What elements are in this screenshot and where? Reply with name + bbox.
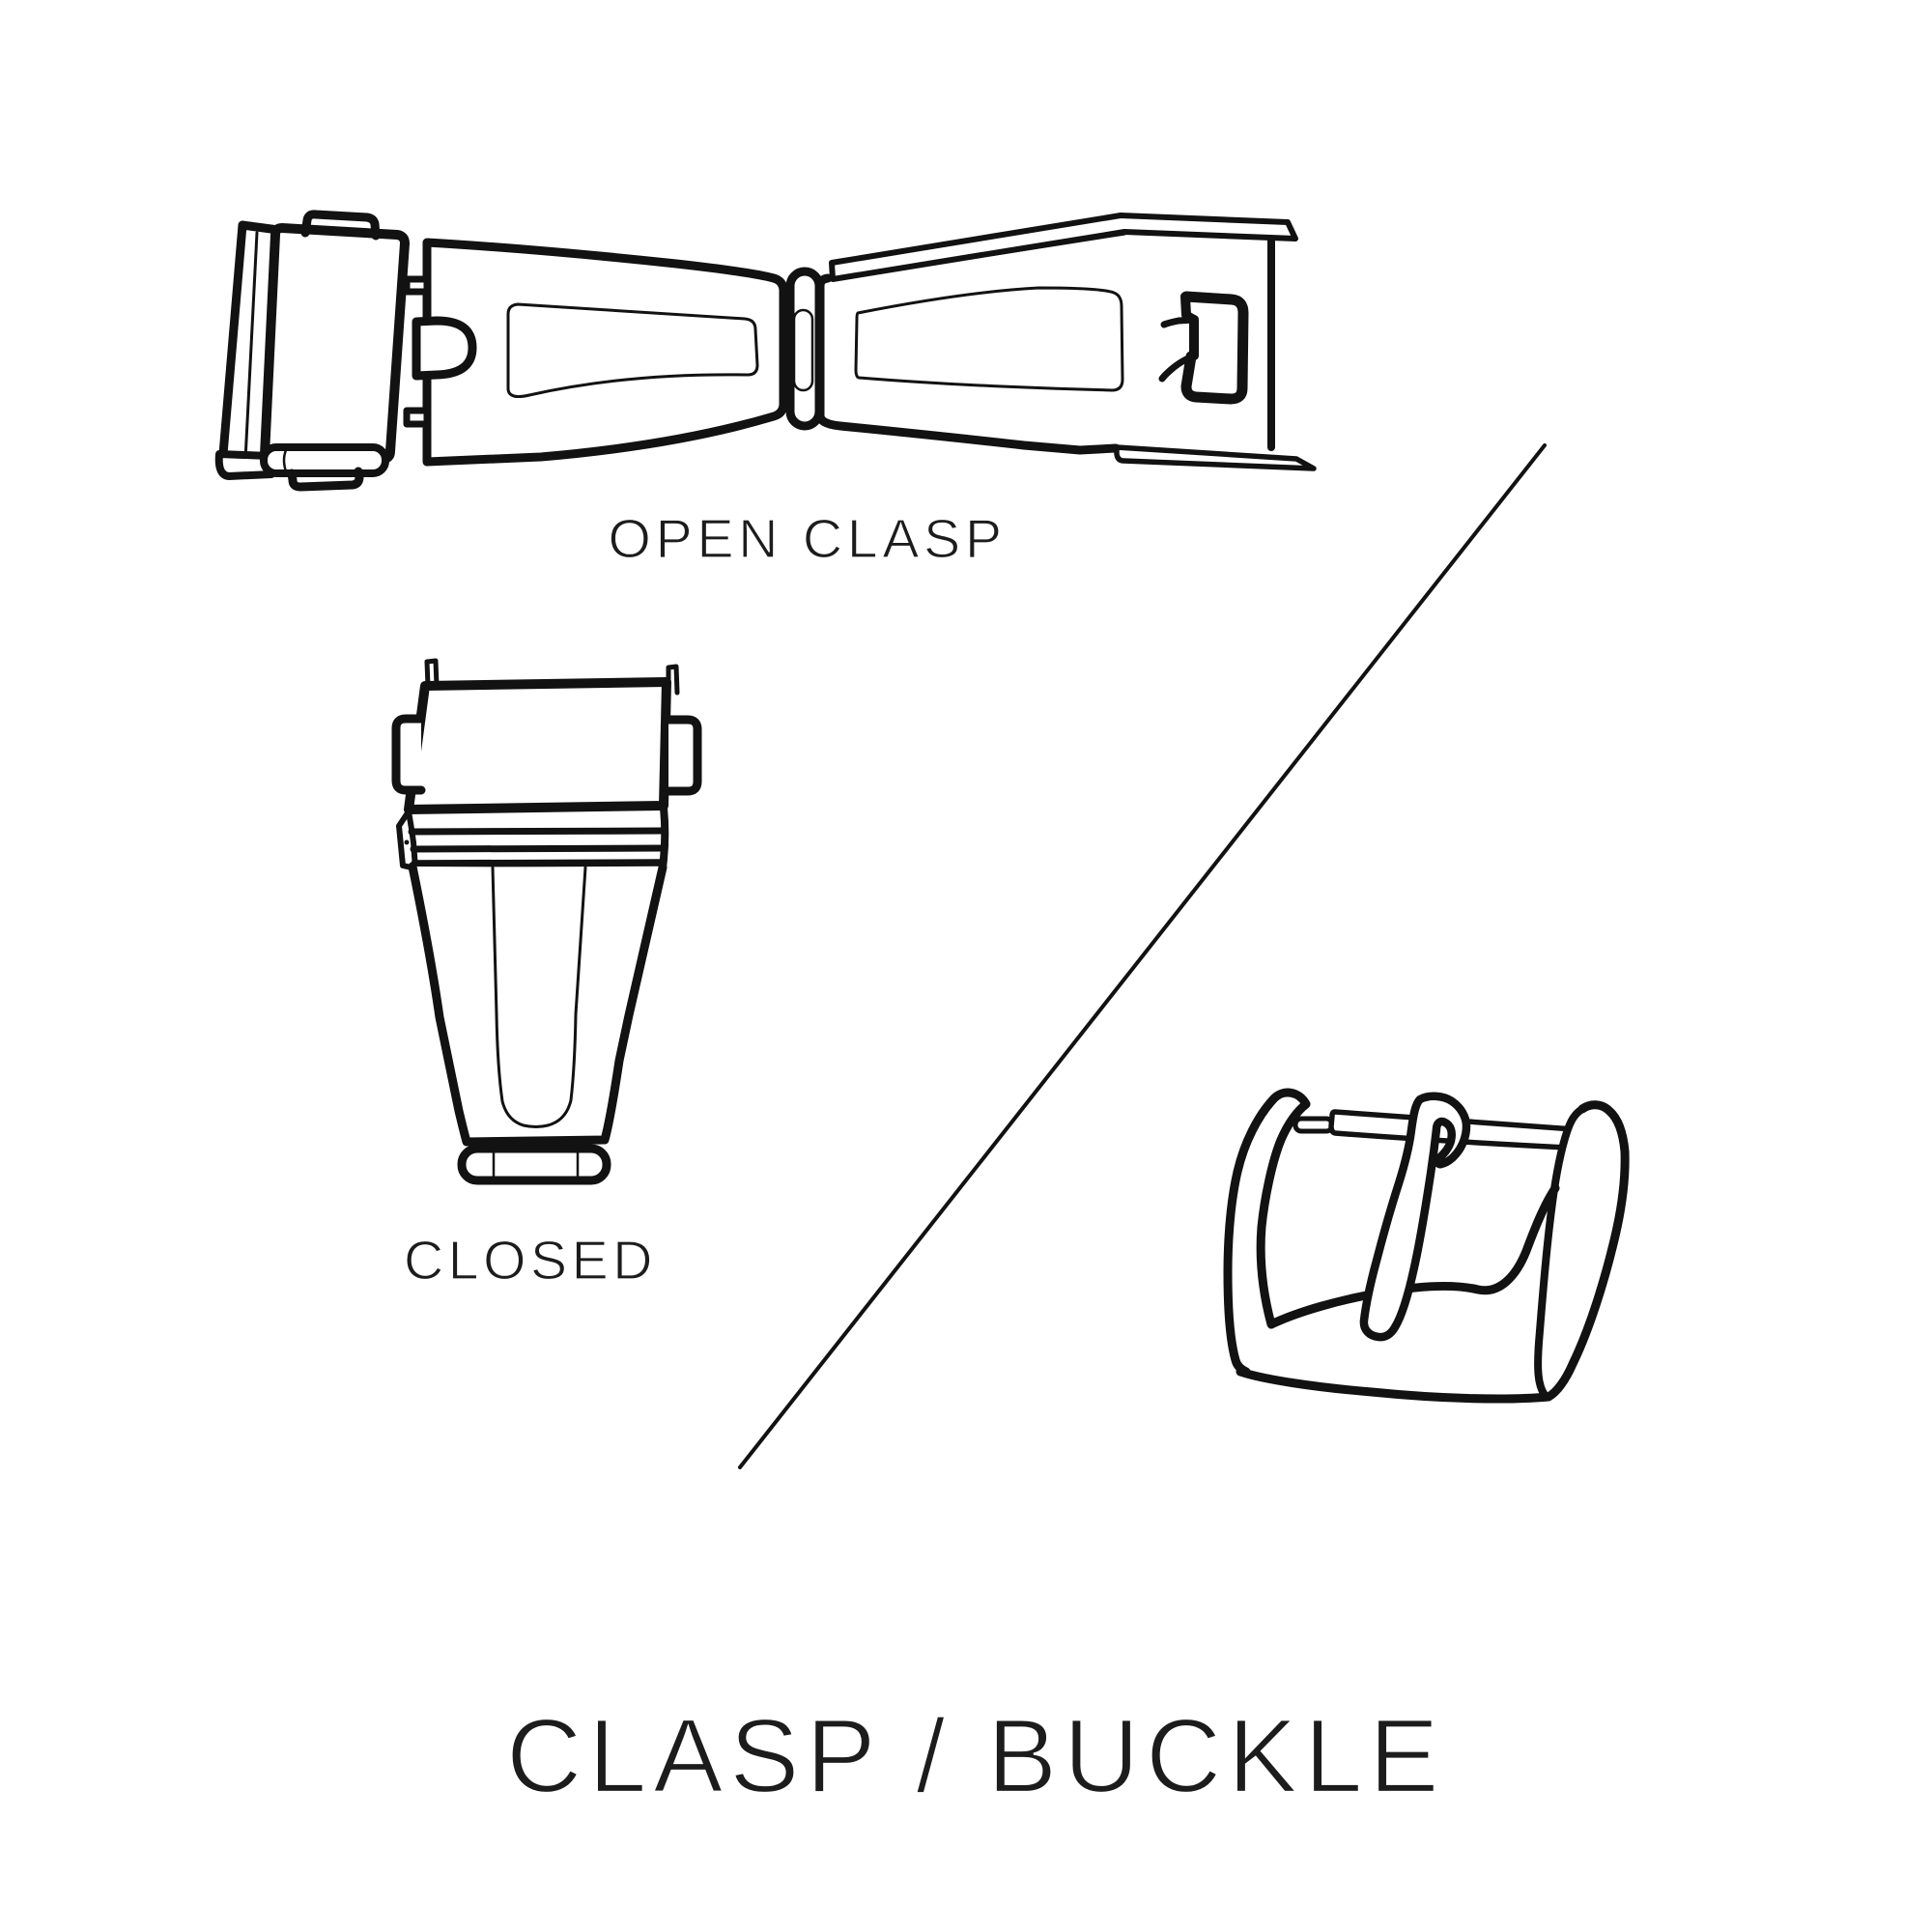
svg-text:OPEN CLASP: OPEN CLASP [609,508,1007,570]
svg-text:CLOSED: CLOSED [404,1230,657,1292]
svg-text:CLASP / BUCKLE: CLASP / BUCKLE [506,1697,1445,1814]
